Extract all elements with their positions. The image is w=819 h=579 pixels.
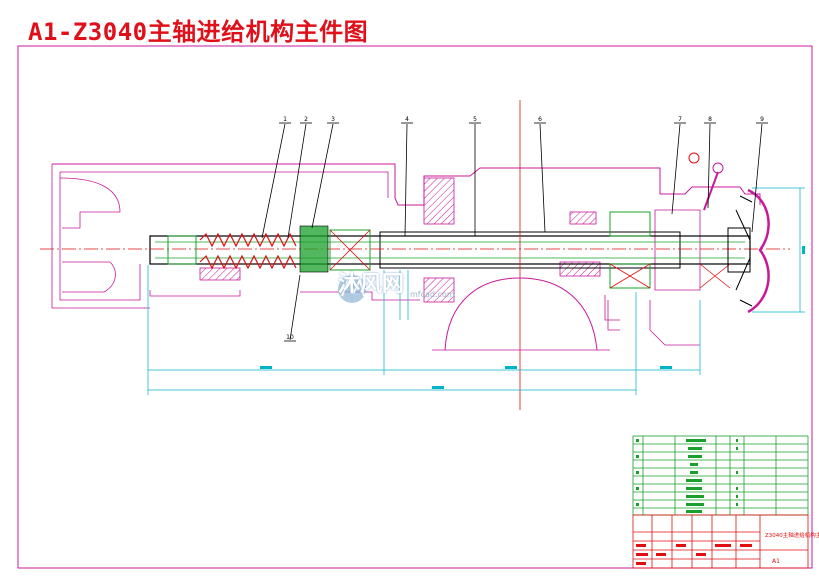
balloon-8: 8 bbox=[708, 116, 712, 123]
bom-cell-marks bbox=[636, 439, 738, 513]
sheet-border bbox=[17, 45, 813, 569]
leader-lines bbox=[261, 123, 763, 341]
bearing-housing-left bbox=[329, 229, 371, 271]
hatched-bearing-upper bbox=[569, 211, 597, 225]
bearing-cross-f bbox=[699, 263, 731, 289]
sheet-size-label: A1 bbox=[772, 558, 780, 565]
gearbox-outline bbox=[654, 209, 701, 291]
arc-right-bracket bbox=[607, 300, 620, 331]
balloon-numbers: 1 2 3 4 5 6 7 8 9 10 bbox=[283, 116, 764, 341]
hatched-bearing-lower bbox=[559, 261, 601, 277]
handwheel-rim bbox=[747, 188, 770, 314]
balloon-3: 3 bbox=[331, 116, 335, 123]
lever-knob bbox=[712, 162, 724, 174]
drawing-name-label: Z3040主轴进给机构主件图 bbox=[765, 531, 819, 539]
title-block-marks bbox=[636, 544, 752, 565]
rack-section-arc bbox=[444, 277, 598, 351]
balloon-6: 6 bbox=[538, 116, 542, 123]
watermark-url: mfcad.com bbox=[410, 290, 455, 299]
title-block bbox=[632, 514, 809, 569]
housing-lower-outline bbox=[149, 290, 420, 301]
bearing-cross-b bbox=[329, 229, 371, 271]
feed-lever bbox=[703, 171, 719, 211]
spindle-sleeve bbox=[379, 231, 681, 269]
drawing-title: A1-Z3040主轴进给机构主件图 bbox=[28, 18, 369, 46]
balloon-2: 2 bbox=[304, 116, 308, 123]
handwheel-hub bbox=[727, 227, 751, 273]
watermark-text: 沐风网 bbox=[338, 272, 405, 297]
balloon-4: 4 bbox=[405, 116, 409, 123]
dimension-ticks bbox=[260, 246, 805, 389]
bom-table bbox=[632, 435, 809, 516]
housing-top-outline bbox=[52, 163, 761, 206]
hatched-block-upper bbox=[423, 177, 455, 225]
balloon-10: 10 bbox=[286, 334, 294, 341]
watermark-logo-mark bbox=[341, 277, 365, 297]
bearing-housing-right-upper bbox=[609, 211, 651, 237]
housing-inner-outline bbox=[59, 171, 389, 301]
return-spring-lower bbox=[199, 254, 297, 270]
lever-pivot bbox=[688, 152, 700, 164]
hatched-sleeve-lower bbox=[199, 267, 241, 281]
leader-shelves bbox=[279, 122, 768, 342]
housing-left-bottom bbox=[62, 261, 116, 293]
dimension-lines bbox=[147, 187, 805, 395]
housing-right-lower bbox=[604, 295, 700, 346]
hatched-block-lower bbox=[423, 277, 455, 303]
balloon-7: 7 bbox=[678, 116, 682, 123]
balloon-1: 1 bbox=[283, 116, 287, 123]
bearing-housing-right-lower bbox=[609, 263, 651, 289]
bearing-cross-d bbox=[609, 263, 651, 289]
handwheel-spokes bbox=[735, 195, 753, 307]
return-spring-upper bbox=[199, 232, 297, 248]
lock-nut bbox=[299, 225, 329, 273]
housing-left-end bbox=[51, 164, 150, 309]
balloon-9: 9 bbox=[760, 116, 764, 123]
end-cap bbox=[167, 235, 197, 265]
balloon-5: 5 bbox=[473, 116, 477, 123]
